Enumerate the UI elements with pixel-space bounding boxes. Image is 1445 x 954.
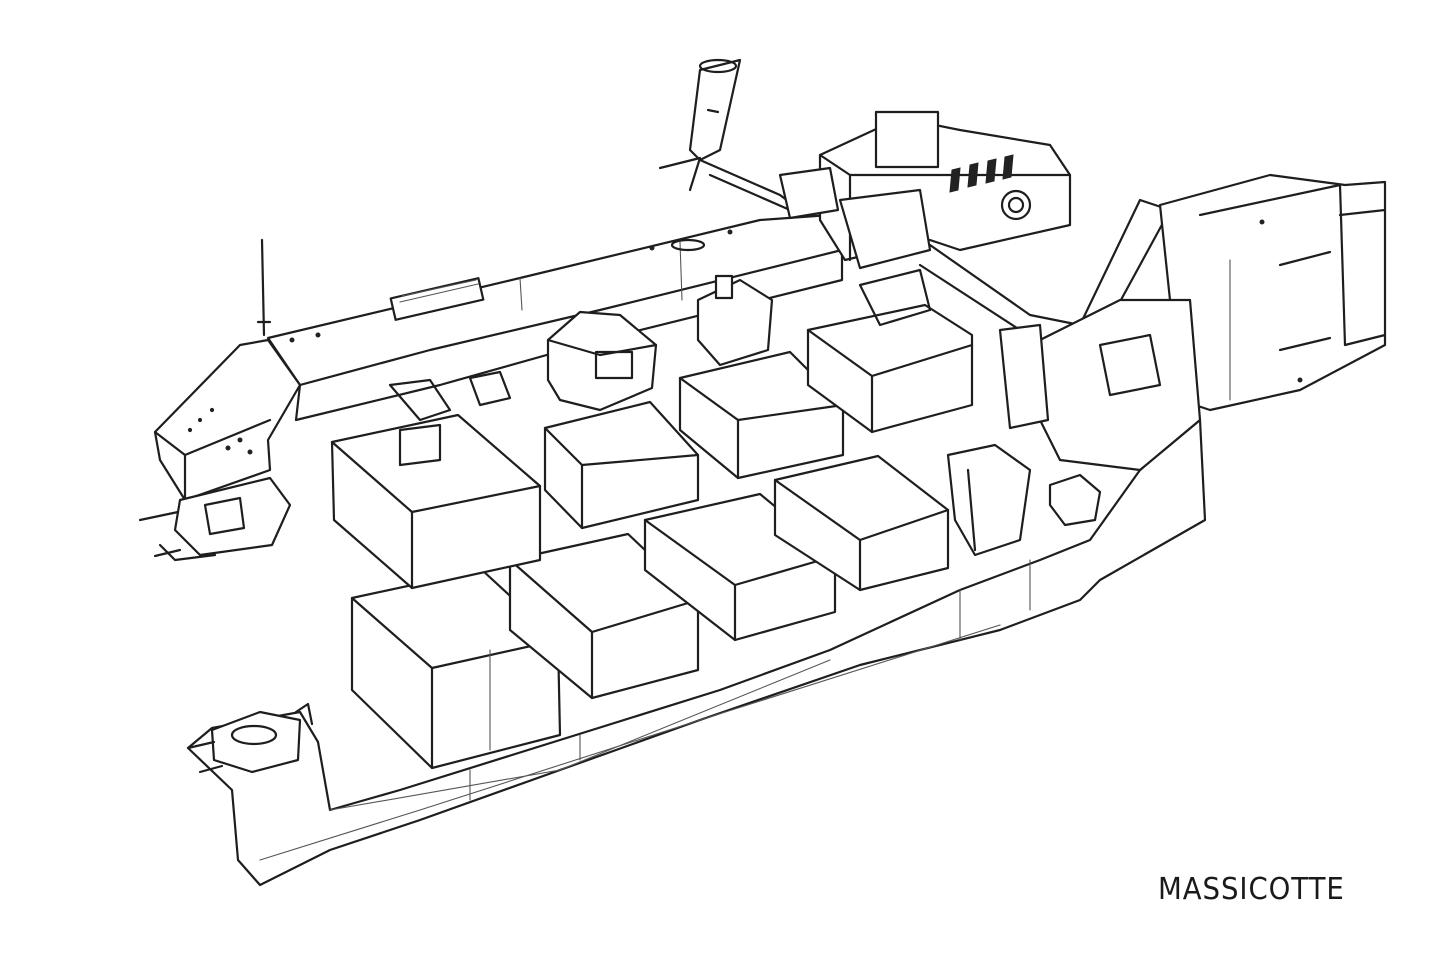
crate	[678, 350, 845, 480]
engine-block	[778, 110, 1072, 270]
strut	[918, 198, 1172, 332]
crate	[543, 400, 700, 530]
crate	[773, 454, 950, 592]
crate	[806, 303, 974, 434]
antenna	[256, 238, 272, 337]
front-left-block	[138, 338, 302, 562]
crane-arm	[658, 58, 802, 212]
crate-stack-lower	[350, 454, 950, 770]
clamp-rigs	[388, 268, 932, 467]
crate	[330, 413, 542, 590]
front-left-pod	[186, 702, 314, 774]
artist-signature: MASSICOTTE	[1158, 872, 1345, 907]
right-hull	[946, 298, 1202, 557]
crate-stack-upper	[330, 303, 974, 590]
